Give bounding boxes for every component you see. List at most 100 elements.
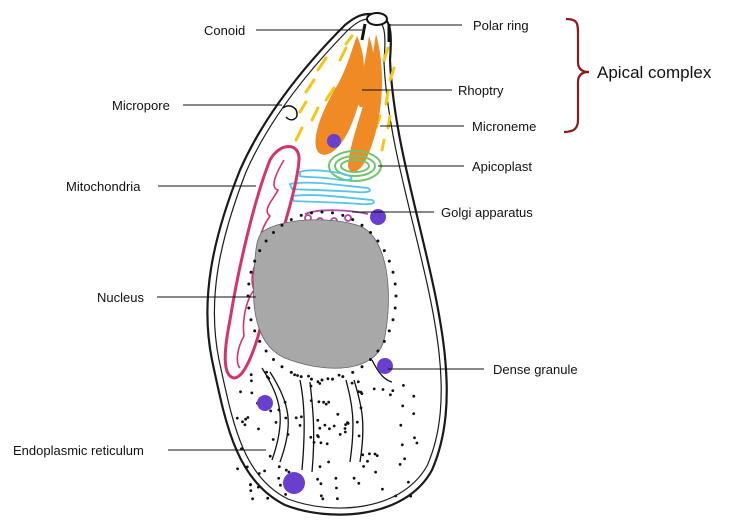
ribosome-dot — [346, 421, 349, 424]
ribosome-dot — [250, 392, 253, 395]
ribosome-dot — [241, 420, 244, 423]
ribosome-dot — [391, 389, 394, 392]
nuclear-pore-dot — [321, 211, 324, 214]
label-micropore: Micropore — [112, 98, 170, 113]
ribosome-dot — [244, 418, 247, 421]
ribosome-dot — [338, 374, 341, 377]
ribosome-dot — [236, 467, 239, 470]
ribosome-dot — [250, 373, 253, 376]
ribosome-dot — [278, 465, 281, 468]
ribosome-dot — [336, 497, 339, 500]
nuclear-pore-dot — [300, 214, 303, 217]
nucleus — [253, 220, 388, 369]
label-endoplasmic-reticulum: Endoplasmic reticulum — [13, 443, 144, 458]
label-conoid: Conoid — [204, 23, 245, 38]
ribosome-dot — [360, 407, 363, 410]
label-golgi-apparatus: Golgi apparatus — [441, 205, 533, 220]
ribosome-dot — [361, 392, 364, 395]
ribosome-dot — [401, 443, 404, 446]
ribosome-dot — [258, 472, 261, 475]
nuclear-pore-dot — [351, 218, 354, 221]
nuclear-pore-dot — [281, 365, 284, 368]
ribosome-dot — [316, 434, 319, 437]
nuclear-pore-dot — [383, 340, 386, 343]
ribosome-dot — [401, 405, 404, 408]
endoplasmic-reticulum — [262, 360, 392, 472]
label-rhoptry: Rhoptry — [458, 83, 504, 98]
nuclear-pore-dot — [394, 307, 397, 310]
nuclear-pore-dot — [265, 350, 268, 353]
label-polar-ring: Polar ring — [473, 18, 529, 33]
nuclear-pore-dot — [290, 218, 293, 221]
ribosome-dot — [324, 424, 327, 427]
ribosome-dot — [328, 427, 331, 430]
ribosome-dot — [373, 388, 376, 391]
ribosome-dot — [293, 373, 296, 376]
ribosome-dot — [277, 409, 280, 412]
microneme — [312, 108, 318, 120]
ribosome-dot — [249, 483, 252, 486]
ribosome-dot — [403, 457, 406, 460]
ribosome-dot — [318, 427, 321, 430]
ribosome-dot — [399, 463, 402, 466]
nuclear-pore-dot — [258, 340, 261, 343]
ribosome-dot — [269, 410, 272, 413]
nuclear-pore-dot — [272, 358, 275, 361]
ribosome-dot — [382, 388, 385, 391]
nuclear-pore-dot — [388, 329, 391, 332]
ribosome-dot — [307, 375, 310, 378]
ribosome-dot — [236, 417, 239, 420]
ribosome-dot — [336, 413, 339, 416]
nuclear-pore-dot — [383, 249, 386, 252]
ribosome-dot — [275, 421, 278, 424]
ribosome-dot — [409, 495, 412, 498]
ribosome-dot — [284, 417, 287, 420]
ribosome-dot — [366, 460, 369, 463]
nuclear-pore-dot — [388, 260, 391, 263]
nuclear-pore-dot — [376, 350, 379, 353]
microneme — [382, 140, 384, 150]
nuclear-pore-dot — [321, 379, 324, 382]
microneme — [340, 48, 346, 60]
ribosome-dot — [263, 470, 266, 473]
label-microneme: Microneme — [472, 119, 536, 134]
ribosome-dot — [335, 477, 338, 480]
ribosome-dot — [357, 482, 360, 485]
ribosome-dot — [316, 419, 319, 422]
nuclear-pore-dot — [265, 240, 268, 243]
nuclear-pore-dot — [281, 224, 284, 227]
ribosome-dot — [325, 403, 328, 406]
ribosome-dot — [269, 455, 272, 458]
ribosome-dot — [277, 477, 280, 480]
dense-granule — [377, 358, 393, 374]
ribosome-dot — [362, 465, 365, 468]
ribosome-dot — [322, 401, 325, 404]
ribosome-dot — [320, 441, 323, 444]
ribosome-dot — [399, 424, 402, 427]
ribosome-dot — [316, 478, 319, 481]
nuclear-pore-dot — [351, 371, 354, 374]
ribosome-dot — [279, 484, 282, 487]
ribosome-dot — [413, 436, 416, 439]
nuclear-pore-dot — [331, 211, 334, 214]
label-mitochondria: Mitochondria — [66, 179, 141, 194]
ribosome-dot — [285, 469, 288, 472]
nuclear-pore-dot — [341, 214, 344, 217]
nuclear-pore-dot — [258, 249, 261, 252]
label-apical-complex: Apical complex — [597, 63, 712, 82]
dense-granule — [257, 395, 273, 411]
dense-granule — [283, 472, 305, 494]
ribosome-dot — [249, 489, 252, 492]
ribosome-dot — [246, 466, 249, 469]
ribosome-dot — [412, 395, 415, 398]
ribosome-dot — [333, 425, 336, 428]
ribosome-dot — [356, 421, 359, 424]
nuclear-pore-dot — [394, 283, 397, 286]
microneme — [306, 80, 314, 92]
dense-granule — [370, 209, 386, 225]
apical-complex-bracket — [564, 19, 589, 132]
label-nucleus: Nucleus — [97, 290, 144, 305]
nuclear-pore-dot — [361, 224, 364, 227]
ribosome-dot — [309, 436, 312, 439]
